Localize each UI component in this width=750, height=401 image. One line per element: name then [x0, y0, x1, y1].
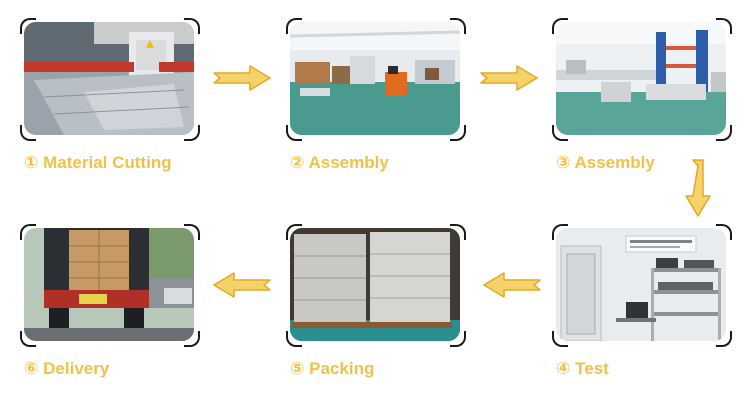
- bracket-bottom-left: [286, 331, 302, 347]
- factory-floor-forklift-photo: [290, 22, 460, 135]
- step-5-number: ⑤: [290, 359, 305, 378]
- bracket-top-left: [286, 18, 302, 34]
- bracket-top-right: [716, 18, 732, 34]
- bracket-bottom-left: [552, 331, 568, 347]
- bracket-bottom-left: [552, 125, 568, 141]
- assembly-line-photo: [556, 22, 726, 135]
- bracket-bottom-left: [20, 125, 36, 141]
- step-4-label: ④ Test: [556, 359, 609, 379]
- arrow-left-icon: [213, 272, 271, 298]
- bracket-top-right: [184, 18, 200, 34]
- step-3-number: ③: [556, 153, 571, 172]
- step-6-number: ⑥: [24, 359, 39, 378]
- bracket-bottom-right: [184, 125, 200, 141]
- bracket-top-left: [552, 18, 568, 34]
- step-5-label: ⑤ Packing: [290, 359, 374, 379]
- bracket-bottom-right: [716, 331, 732, 347]
- test-lab-shelves-photo: [556, 228, 726, 341]
- bracket-bottom-right: [184, 331, 200, 347]
- arrow-right-icon: [213, 65, 271, 91]
- bracket-top-left: [20, 224, 36, 240]
- step-1-label: ① Material Cutting: [24, 153, 172, 173]
- step-3-label: ③ Assembly: [556, 153, 655, 173]
- bracket-bottom-right: [716, 125, 732, 141]
- bracket-bottom-left: [286, 125, 302, 141]
- step-1-text: Material Cutting: [43, 153, 172, 172]
- arrow-left-icon: [483, 272, 541, 298]
- step-4-number: ④: [556, 359, 571, 378]
- bracket-top-right: [450, 224, 466, 240]
- step-6-label: ⑥ Delivery: [24, 359, 109, 379]
- step-2-number: ②: [290, 153, 305, 172]
- step-1-number: ①: [24, 153, 39, 172]
- bracket-bottom-right: [450, 125, 466, 141]
- step-5-text: Packing: [309, 359, 375, 378]
- laser-cutting-machine-photo: [24, 22, 194, 135]
- bracket-top-left: [286, 224, 302, 240]
- bracket-top-left: [552, 224, 568, 240]
- step-2-label: ② Assembly: [290, 153, 389, 173]
- step-3-text: Assembly: [574, 153, 655, 172]
- arrow-down-icon: [685, 159, 711, 217]
- bracket-bottom-left: [20, 331, 36, 347]
- bracket-top-left: [20, 18, 36, 34]
- packed-pallets-photo: [290, 228, 460, 341]
- step-6-text: Delivery: [43, 359, 110, 378]
- bracket-top-right: [184, 224, 200, 240]
- step-4-text: Test: [575, 359, 609, 378]
- delivery-truck-photo: [24, 228, 194, 341]
- bracket-bottom-right: [450, 331, 466, 347]
- step-2-text: Assembly: [308, 153, 389, 172]
- arrow-right-icon: [480, 65, 538, 91]
- bracket-top-right: [716, 224, 732, 240]
- bracket-top-right: [450, 18, 466, 34]
